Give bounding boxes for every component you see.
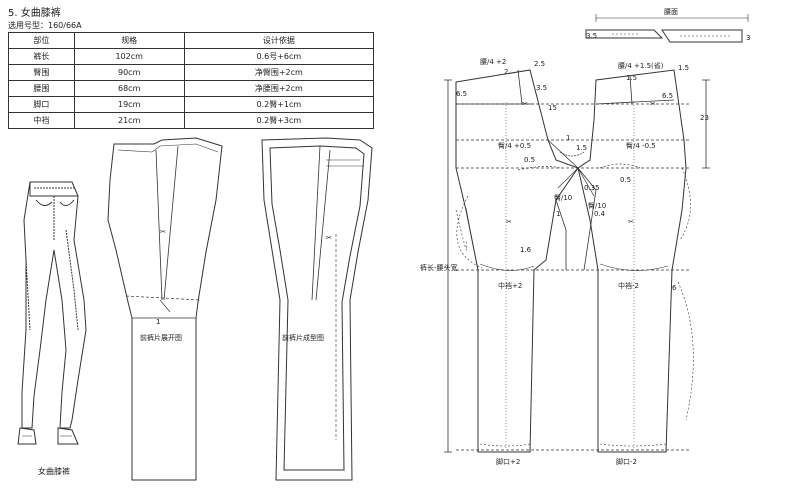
hip-front-label: 臀/4 +0.5 [498,142,531,150]
dim-label: 23 [700,114,709,122]
waistband-caption: 腰面 [664,8,678,16]
table-cell: 0.2臀+3cm [183,112,375,129]
dim-label: 0.4 [594,210,606,218]
crotch-lines [517,139,641,197]
knee-back-label: 中裆-2 [618,281,639,290]
front-draft-panel [455,69,579,453]
open-mark: 1 [156,318,160,326]
dim-label: 6.5 [662,92,673,100]
dim-label: 15 [548,104,557,112]
dim-label: 1 [566,134,570,142]
dim-label: 0.35 [584,184,600,192]
dim-label: 2 [504,68,508,76]
knee-front-label: 中裆+2 [498,281,522,290]
scissors-icon: ✂ [650,100,656,108]
hem-front-label: 脚口+2 [496,457,520,466]
crotch-front-label: 臀/10 [554,194,572,202]
scissors-icon: ✂ [326,234,332,242]
dim-label: 1.6 [520,246,532,254]
dim-label: 1.5 [626,74,637,82]
hip-back-label: 臀/4 -0.5 [626,142,656,150]
length-label: 裤长-腰头宽 [420,263,458,272]
trousers-sketch [17,181,87,445]
size-spec: 选用号型：160/66A [8,21,82,30]
front-panel-open [107,137,223,481]
front-panel-shaped [261,137,373,481]
table-row: 臀围 90cm 净臀围+2cm [8,64,375,81]
dim-label: 6 [672,284,677,292]
spec-table: 部位 规格 设计依据 裤长 102cm 0.6号+6cm 臀围 90cm 净臀围… [8,32,375,129]
table-header-row: 部位 规格 设计依据 [8,32,375,49]
front-open-caption: 前裤片展开图 [140,333,182,342]
waist-back-label: 腰/4 +1.5(省) [618,61,664,70]
section-title: 5. 女曲膝裤 [8,8,61,19]
table-row: 腰围 68cm 净腰围+2cm [8,80,375,97]
waistband-dim-left: 3.5 [586,32,597,40]
dim-label: 3.5 [536,84,547,92]
scissors-icon: ✂ [506,218,512,226]
dim-label: 0.5 [524,156,535,164]
hem-back-label: 脚口-2 [616,457,637,466]
dim-label: 1.5 [576,144,587,152]
dim-label: 6.5 [456,90,467,98]
front-shaped-caption: 前裤片成型图 [282,333,324,342]
dim-label: 1.5 [678,64,689,72]
waist-front-label: 腰/4 +2 [480,58,506,66]
table-cell: 中裆 [8,112,75,129]
draft-frame [444,79,710,453]
waistband [585,14,749,43]
sketch-caption: 女曲膝裤 [38,466,70,476]
back-draft-panel [555,69,694,453]
scissors-icon: ✂ [628,218,634,226]
table-row: 中裆 21cm 0.2臀+3cm [8,112,375,129]
scissors-icon: ✂ [522,100,528,108]
crotch-back-label: 臀/10 [588,202,606,210]
waistband-dim-right: 3 [746,34,750,42]
dim-label: 1 [556,210,560,218]
dim-label: 2.5 [534,60,545,68]
scissors-icon: ✂ [160,228,166,236]
dim-label: 0.5 [620,176,631,184]
